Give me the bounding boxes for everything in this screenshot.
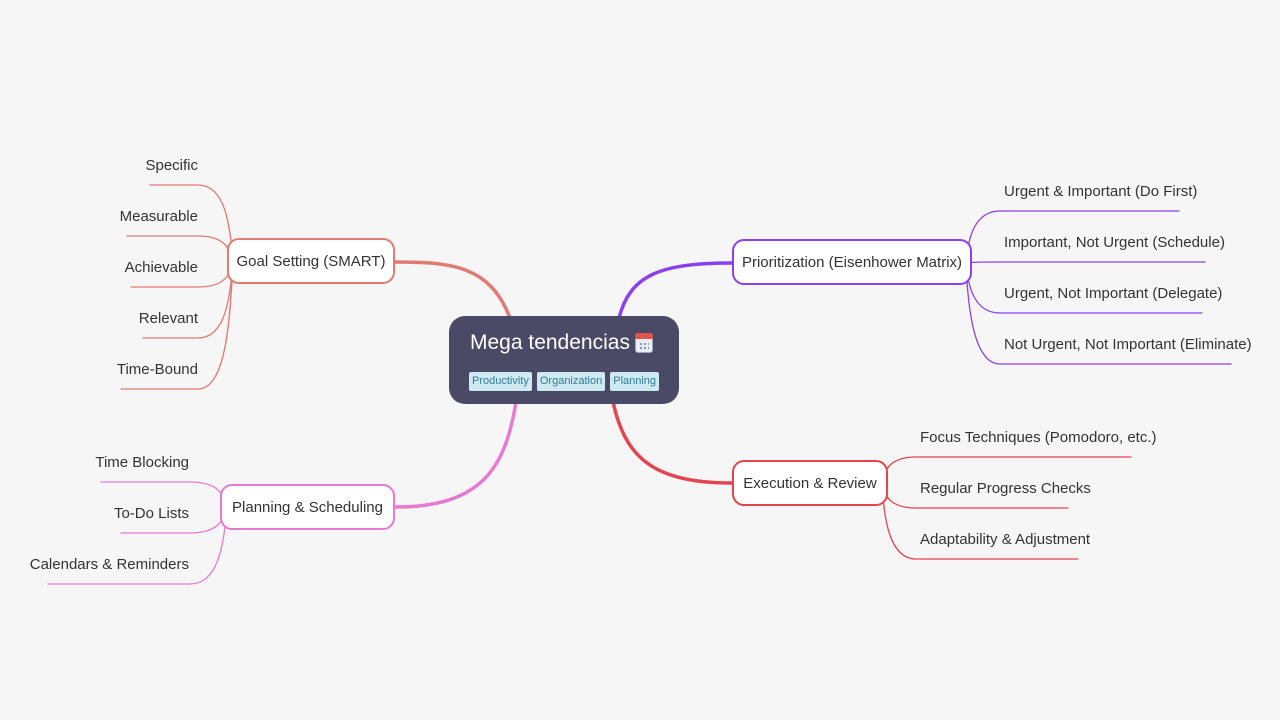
leaf-urgent-not-important[interactable]: Urgent, Not Important (Delegate) bbox=[1004, 285, 1223, 302]
tag-planning[interactable]: Planning bbox=[610, 372, 660, 391]
leaf-calendars-reminders[interactable]: Calendars & Reminders bbox=[29, 556, 189, 573]
leaf-adaptability[interactable]: Adaptability & Adjustment bbox=[920, 531, 1091, 548]
branch-label: Prioritization (Eisenhower Matrix) bbox=[741, 253, 963, 271]
leaf-to-do-lists[interactable]: To-Do Lists bbox=[113, 505, 189, 522]
leaf-time-blocking[interactable]: Time Blocking bbox=[95, 454, 189, 471]
connector-root-prioritization bbox=[617, 261, 734, 320]
leaf-progress-checks[interactable]: Regular Progress Checks bbox=[920, 480, 1091, 497]
leaf-focus-techniques[interactable]: Focus Techniques (Pomodoro, etc.) bbox=[920, 429, 1157, 446]
connector-root-goal bbox=[393, 260, 512, 320]
leaf-urgent-important[interactable]: Urgent & Important (Do First) bbox=[1004, 183, 1198, 200]
root-title-row: Mega tendencias bbox=[470, 329, 679, 357]
tag-organization[interactable]: Organization bbox=[536, 372, 606, 391]
branch-prioritization[interactable]: Prioritization (Eisenhower Matrix) bbox=[732, 239, 972, 285]
leaf-achievable[interactable]: Achievable bbox=[124, 259, 198, 276]
leaf-important-not-urgent[interactable]: Important, Not Urgent (Schedule) bbox=[1004, 234, 1225, 251]
tag-productivity[interactable]: Productivity bbox=[469, 372, 532, 391]
leaf-relevant[interactable]: Relevant bbox=[138, 310, 198, 327]
leaf-measurable[interactable]: Measurable bbox=[119, 208, 198, 225]
branch-label: Execution & Review bbox=[743, 474, 877, 492]
branch-execution-review[interactable]: Execution & Review bbox=[732, 460, 888, 506]
root-tags: Productivity Organization Planning bbox=[469, 372, 660, 391]
branch-goal-setting[interactable]: Goal Setting (SMART) bbox=[227, 238, 395, 284]
leaf-not-urgent-not-important[interactable]: Not Urgent, Not Important (Eliminate) bbox=[1004, 336, 1252, 353]
connector-root-execution bbox=[611, 400, 734, 485]
root-topic[interactable]: Mega tendencias Productivity Organizatio… bbox=[449, 316, 679, 404]
branch-label: Goal Setting (SMART) bbox=[236, 252, 386, 270]
root-title: Mega tendencias bbox=[470, 331, 630, 354]
calendar-icon bbox=[634, 333, 653, 353]
leaf-time-bound[interactable]: Time-Bound bbox=[116, 361, 198, 378]
connector-root-planning bbox=[393, 400, 518, 509]
branch-planning-scheduling[interactable]: Planning & Scheduling bbox=[220, 484, 395, 530]
leaf-specific[interactable]: Specific bbox=[145, 157, 198, 174]
branch-label: Planning & Scheduling bbox=[232, 498, 383, 516]
connector-prioritization-leaf bbox=[965, 261, 1206, 264]
